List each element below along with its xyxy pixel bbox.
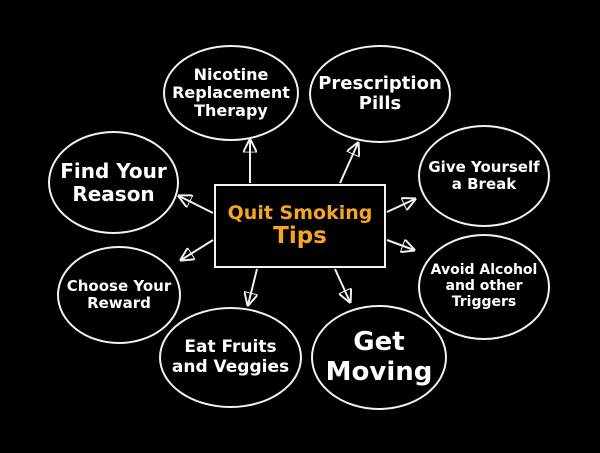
node-give-yourself-break: Give Yourself a Break bbox=[418, 125, 550, 227]
central-topic-box: Quit Smoking Tips bbox=[214, 184, 386, 268]
node-choose-reward: Choose Your Reward bbox=[57, 246, 181, 344]
arrow-avoid-alcohol bbox=[386, 240, 414, 250]
node-get-moving: Get Moving bbox=[311, 305, 447, 410]
arrow-find-reason bbox=[179, 196, 214, 214]
arrow-prescription bbox=[339, 143, 358, 184]
arrow-give-break bbox=[386, 199, 415, 213]
node-nicotine-replacement: Nicotine Replacement Therapy bbox=[163, 45, 299, 141]
node-find-reason: Find Your Reason bbox=[48, 131, 179, 234]
node-prescription-pills: Prescription Pills bbox=[309, 45, 451, 143]
arrow-choose-reward bbox=[181, 239, 214, 260]
node-eat-fruits: Eat Fruits and Veggies bbox=[159, 307, 302, 408]
arrow-get-moving bbox=[334, 268, 350, 302]
central-topic-subtitle: Tips bbox=[273, 222, 327, 249]
central-topic-title: Quit Smoking bbox=[227, 201, 373, 224]
node-avoid-alcohol: Avoid Alcohol and other Triggers bbox=[418, 234, 550, 340]
arrow-eat-fruits bbox=[248, 268, 258, 305]
